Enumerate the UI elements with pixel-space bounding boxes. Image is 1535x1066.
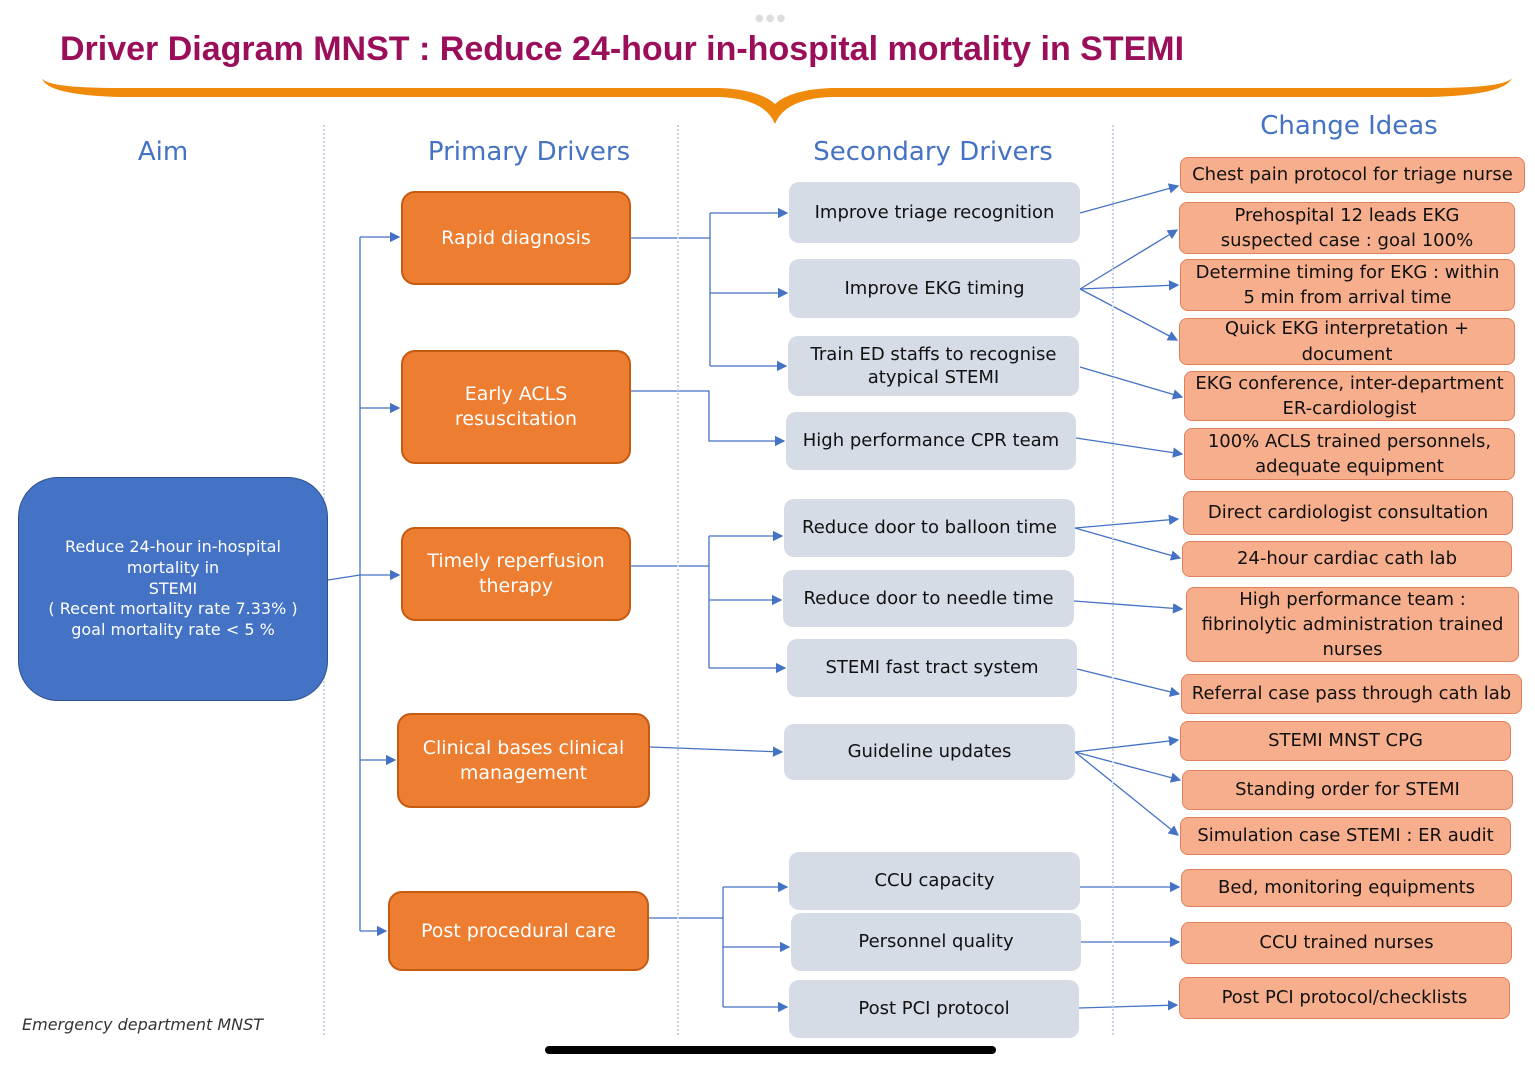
column-divider	[1112, 125, 1114, 1035]
change-idea: Quick EKG interpretation + document	[1179, 318, 1515, 365]
primary-driver: Timely reperfusion therapy	[401, 527, 631, 621]
secondary-driver: Train ED staffs to recognise atypical ST…	[788, 336, 1079, 396]
aim-goal-rate: goal mortality rate < 5 %	[71, 620, 275, 640]
header-secondary-drivers: Secondary Drivers	[813, 137, 1053, 167]
change-idea: Direct cardiologist consultation	[1183, 491, 1513, 535]
connector-line	[1074, 735, 1180, 753]
change-idea: Prehospital 12 leads EKG suspected case …	[1179, 202, 1515, 254]
change-idea: Referral case pass through cath lab	[1181, 674, 1522, 714]
connector-line	[1074, 527, 1182, 561]
aim-box: Reduce 24-hour in-hospital mortality in …	[18, 477, 328, 701]
connector-line	[1079, 288, 1179, 341]
aim-recent-rate: ( Recent mortality rate 7.33% )	[48, 599, 298, 619]
aim-text: mortality in	[126, 557, 220, 577]
change-idea: EKG conference, inter-department ER-card…	[1184, 371, 1515, 421]
secondary-driver: Reduce door to balloon time	[784, 499, 1075, 557]
primary-driver: Post procedural care	[388, 891, 649, 971]
secondary-driver: Post PCI protocol	[789, 980, 1079, 1038]
connector-line	[649, 746, 784, 757]
change-idea: 100% ACLS trained personnels, adequate e…	[1184, 428, 1515, 480]
secondary-driver: Improve triage recognition	[789, 182, 1080, 243]
change-idea: Bed, monitoring equipments	[1181, 869, 1512, 907]
change-idea: STEMI MNST CPG	[1180, 721, 1511, 761]
aim-text: STEMI	[148, 578, 198, 598]
primary-driver: Rapid diagnosis	[401, 191, 631, 285]
connector-line	[1078, 1000, 1179, 1011]
header-primary-drivers: Primary Drivers	[427, 137, 631, 167]
connector-line	[1079, 229, 1179, 290]
secondary-driver: CCU capacity	[789, 852, 1080, 910]
change-idea: CCU trained nurses	[1181, 922, 1512, 964]
secondary-driver: Guideline updates	[784, 724, 1075, 780]
window-handle-icon: ●●●	[755, 13, 788, 24]
change-idea: Standing order for STEMI	[1182, 770, 1513, 810]
footer-caption: Emergency department MNST	[22, 1015, 264, 1034]
primary-driver: Clinical bases clinical management	[397, 713, 650, 808]
title-brace	[42, 78, 1512, 124]
change-idea: 24-hour cardiac cath lab	[1182, 541, 1512, 577]
change-idea: High performance team : fibrinolytic adm…	[1186, 587, 1519, 662]
header-change-ideas: Change Ideas	[1260, 111, 1438, 141]
connector-line	[1074, 514, 1180, 529]
diagram-title: Driver Diagram MNST : Reduce 24-hour in-…	[60, 30, 1185, 68]
secondary-driver: STEMI fast tract system	[787, 639, 1077, 697]
connector-line	[1075, 437, 1184, 458]
secondary-driver: High performance CPR team	[786, 412, 1076, 470]
change-idea: Chest pain protocol for triage nurse	[1180, 157, 1525, 193]
connector-line	[1079, 366, 1184, 400]
connector-line	[1076, 668, 1181, 697]
connector-line	[1074, 751, 1180, 836]
change-idea: Post PCI protocol/checklists	[1179, 977, 1510, 1019]
column-divider	[677, 125, 679, 1035]
connector-line	[327, 574, 361, 581]
secondary-driver: Improve EKG timing	[789, 259, 1080, 318]
change-idea: Determine timing for EKG : within 5 min …	[1180, 259, 1515, 311]
connector-line	[1074, 751, 1182, 783]
secondary-driver: Reduce door to needle time	[783, 570, 1074, 627]
home-indicator[interactable]	[545, 1046, 996, 1054]
connector-line	[1079, 183, 1180, 214]
connector-line	[1073, 600, 1184, 614]
change-idea: Simulation case STEMI : ER audit	[1180, 817, 1511, 855]
connector-line	[631, 390, 786, 447]
connector-line	[1079, 280, 1180, 291]
header-aim: Aim	[137, 137, 189, 167]
secondary-driver: Personnel quality	[791, 913, 1081, 971]
aim-text: Reduce 24-hour in-hospital	[65, 537, 281, 556]
primary-driver: Early ACLS resuscitation	[401, 350, 631, 464]
